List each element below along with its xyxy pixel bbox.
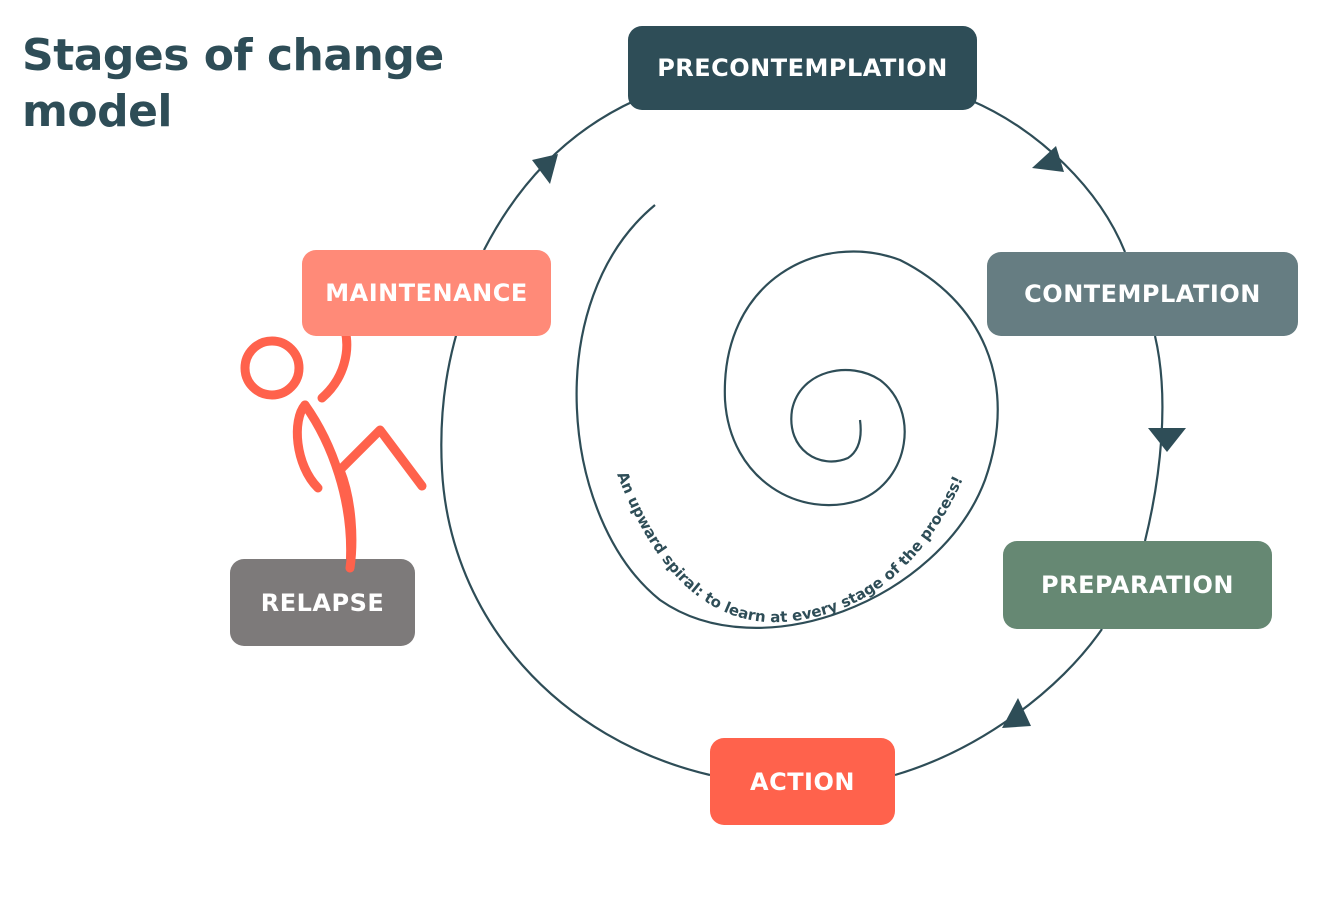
stage-relapse-label: RELAPSE [260,588,385,617]
stage-maintenance-label: MAINTENANCE [325,279,528,307]
triangle-arrow-icon [1032,146,1064,172]
stage-action: ACTION [710,738,895,825]
stage-preparation-label: PREPARATION [1041,571,1234,599]
stage-action-label: ACTION [750,767,855,796]
stick-figure-falling-icon [240,325,427,573]
spiral-caption-text: An upward spiral: to learn at every stag… [613,469,966,626]
stage-contemplation-label: CONTEMPLATION [1024,280,1261,308]
stage-precontemplation-label: PRECONTEMPLATION [657,54,948,82]
triangle-arrow-icon [1002,698,1031,728]
outer-cycle [440,98,1164,777]
figure-head [240,336,304,400]
stage-preparation: PREPARATION [1003,541,1272,629]
spiral-caption: An upward spiral: to learn at every stag… [613,469,966,626]
stage-precontemplation: PRECONTEMPLATION [628,26,977,110]
figure-leg [335,425,427,491]
triangle-arrow-icon [532,154,558,184]
cycle-arc-preparation-to-action [894,628,1103,777]
figure-arm-low [292,400,323,493]
cycle-arc-precontemplation-to-contemplation [969,98,1127,253]
direction-arrows [532,146,1186,728]
stage-relapse: RELAPSE [230,559,415,646]
stage-contemplation: CONTEMPLATION [987,252,1298,336]
inner-spiral [575,204,999,629]
stage-maintenance: MAINTENANCE [302,250,551,336]
page-title: Stages of change model [22,30,444,137]
figure-arm-raised [317,325,352,403]
triangle-arrow-icon [1148,428,1186,452]
